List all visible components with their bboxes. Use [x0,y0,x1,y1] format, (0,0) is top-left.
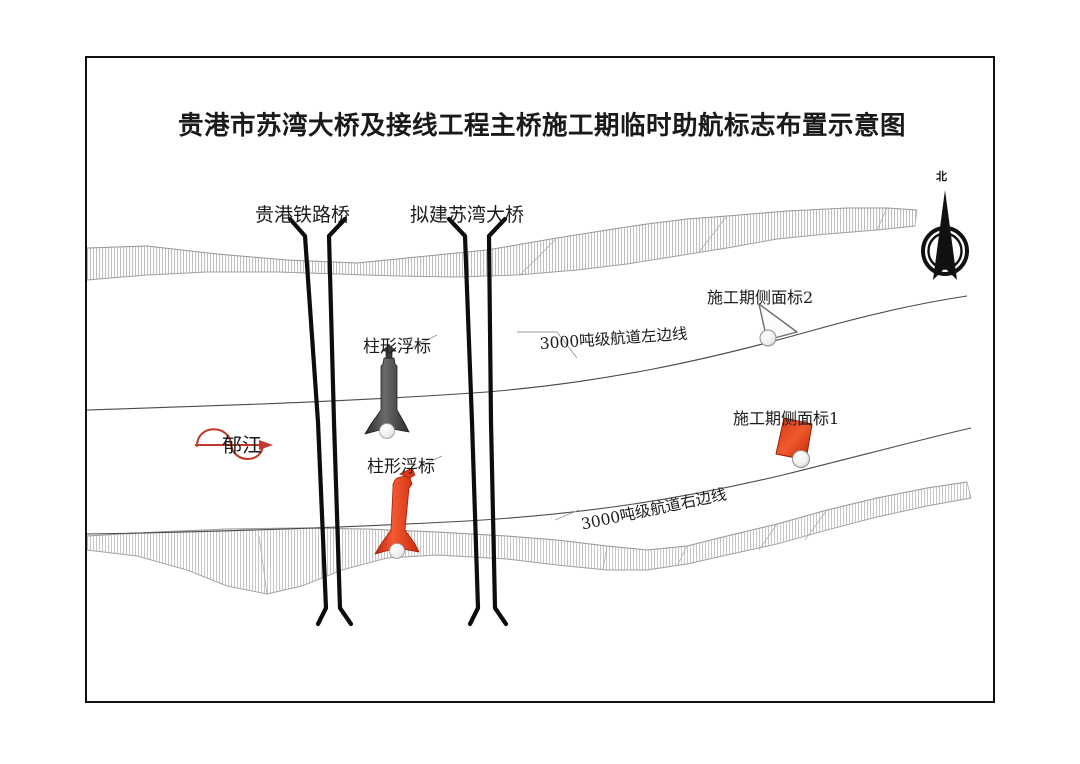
north-arrow: 北 [905,168,985,288]
side-marker-1[interactable] [775,417,813,468]
side-marker-2[interactable] [758,303,798,347]
railway-bridge[interactable] [287,216,354,627]
diagram-canvas [87,207,972,627]
label-side-marker-2: 施工期侧面标2 [707,288,814,307]
upper-bank [87,207,918,281]
label-side-marker-1: 施工期侧面标1 [733,409,840,428]
north-label: 北 [936,170,947,183]
channel-left-edge-line [87,295,968,411]
proposed-suwan-bridge[interactable] [446,216,509,627]
channel-right-edge-line [87,427,972,535]
buoy-red[interactable] [374,467,420,559]
label-railway-bridge: 贵港铁路桥 [255,204,351,226]
buoy-black[interactable] [364,344,410,439]
river-flow-arrow [195,428,273,460]
label-river-name: 郁江 [222,433,262,457]
label-buoy-red: 柱形浮标 [367,457,435,477]
label-leaders [406,334,443,471]
page-title: 贵港市苏湾大桥及接线工程主桥施工期临时助航标志布置示意图 [177,111,906,141]
label-proposed-bridge: 拟建苏湾大桥 [410,204,525,226]
label-buoy-black: 柱形浮标 [363,337,431,357]
north-arrow-graphic [921,190,969,280]
diagram-frame: 贵港市苏湾大桥及接线工程主桥施工期临时助航标志布置示意图 [85,56,995,703]
lower-bank [87,481,972,595]
